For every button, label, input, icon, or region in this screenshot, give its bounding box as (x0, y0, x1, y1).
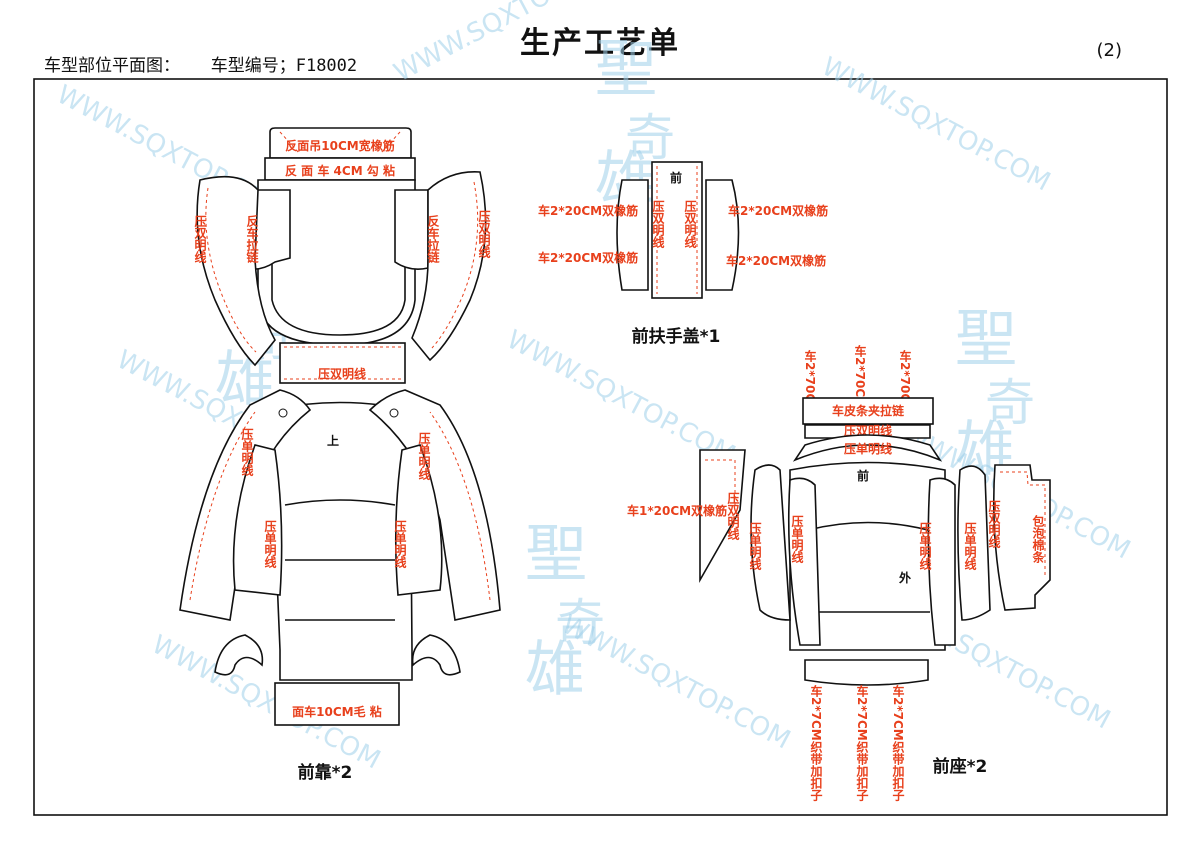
right-wing-piece (411, 171, 487, 362)
backrest-pattern: 反面吊10CM宽橡筋 反 面 车 4CM 勾 粘 压双明线 反车拉链 反车拉链 … (179, 127, 501, 783)
watermark-logo-char: 奇 (985, 374, 1035, 432)
watermark-logo-char: 聖 (955, 302, 1017, 375)
left-bottom-flap (214, 634, 264, 676)
svg-text:压双明线: 压双明线 (193, 215, 207, 264)
label-press-double: 压双明线 (844, 423, 892, 438)
label-outer: 外 (899, 570, 911, 585)
label-press-single: 压单明线 (263, 520, 277, 569)
label-seat-leather-zip: 车皮条夹拉链 (832, 403, 905, 418)
seat-front-band (792, 434, 943, 462)
left-wing-piece (196, 175, 276, 367)
caption-seat: 前座*2 (933, 756, 988, 777)
right-bottom-flap (411, 634, 461, 676)
seat-left-side-2 (787, 477, 821, 646)
page-title: 生产工艺单 (520, 26, 680, 61)
seat-left-flap (699, 449, 746, 584)
armrest-left-panel (616, 179, 649, 291)
label-press-single: 压单明线 (844, 441, 892, 456)
model-number: 车型编号；F18002 (210, 56, 358, 76)
seat-top-strip (802, 397, 934, 425)
label-press-double: 压双明线 (987, 500, 1001, 549)
armrest-right-panel (705, 179, 740, 291)
label-elastic-2x20: 车2*20CM双橡筋 (538, 203, 638, 218)
subtitle-label: 车型部位平面图： (44, 56, 180, 76)
watermark-logo-char: 奇 (555, 594, 605, 652)
label-elastic-2x20: 车2*20CM双橡筋 (726, 253, 826, 268)
right-zip-piece (394, 189, 429, 270)
label-elastic-1x20: 车1*20CM双橡筋 (627, 503, 727, 518)
watermark-url: WWW.SQXTOP.COM (389, 0, 627, 88)
caption-backrest: 前靠*2 (298, 762, 353, 783)
label-front: 前 (857, 468, 869, 483)
label-elastic-2x20: 车2*20CM双橡筋 (728, 203, 828, 218)
seat-right-foam-piece (992, 464, 1051, 611)
seat-main-panel (789, 461, 946, 651)
seat-right-side-1 (957, 465, 991, 621)
watermark: WWW.SQXTOP.COM WWW.SQXTOP.COM WWW.SQXTOP… (52, 0, 1135, 775)
watermark-logo-char: 聖 (525, 517, 587, 590)
label-reverse-zip-right: 反车拉链 (426, 214, 440, 264)
label-up: 上 (327, 433, 339, 448)
label-armrest-front: 前 (670, 170, 682, 185)
diagram-frame (33, 78, 1168, 816)
watermark-logo-char: 聖 (595, 32, 657, 105)
page-number: (2) (1096, 40, 1123, 61)
right-inner-bolster (394, 444, 443, 596)
label-press-single: 压单明线 (963, 522, 977, 571)
backrest-main-panel (269, 401, 413, 681)
label-press-single: 压单明线 (790, 515, 804, 564)
label-press-double-left: 压双明线 (193, 215, 207, 264)
label-backrest-top: 反面吊10CM宽橡筋 (285, 138, 394, 153)
watermark-url: WWW.SQXTOP.COM (817, 52, 1055, 198)
label-tape-buckle: 车2*7CM织带加扣子 (855, 684, 869, 802)
label-elastic-2x20: 车2*20CM双橡筋 (538, 250, 638, 265)
label-press-single: 压单明线 (748, 522, 762, 571)
backrest-bottom-strip (274, 682, 400, 726)
label-press-single: 压单明线 (240, 428, 254, 477)
armrest-center-panel (651, 161, 703, 299)
label-tape-buckle: 车2*7CM织带加扣子 (809, 684, 823, 802)
label-press-double: 压双明线 (726, 492, 740, 541)
left-inner-bolster (232, 444, 283, 596)
header-subtitle: 车型部位平面图： 车型编号；F18002 (44, 51, 357, 76)
seat-pattern: 车2*70CM织带 车2*70CM织带 车2*70CM织带 车皮条夹拉链 压双明… (627, 344, 1051, 802)
label-wrap-foam: 包泡棉条 (1031, 514, 1045, 564)
backrest-top-strip (269, 127, 412, 159)
label-bottom-velcro: 面车10CM毛 粘 (292, 704, 382, 719)
watermark-logo-char: 奇 (625, 109, 675, 167)
label-tape-buckle: 车2*7CM织带加扣子 (891, 684, 905, 802)
label-backrest-top-2: 反 面 车 4CM 勾 粘 (285, 163, 395, 178)
label-press-single: 压单明线 (918, 522, 932, 571)
label-press-single: 压单明线 (417, 432, 431, 481)
armrest-pattern: 前 压双明线 压双明线 车2*20CM双橡筋 车2*20CM双橡筋 车2*20C… (538, 161, 828, 347)
label-press-double-band: 压双明线 (318, 366, 366, 381)
seat-bottom-strip (804, 659, 929, 686)
caption-armrest: 前扶手盖*1 (632, 326, 721, 347)
label-press-double-right: 压双明线 (477, 210, 491, 259)
label-reverse-zip-left: 反车拉链 (245, 214, 259, 264)
backrest-middle-band (279, 342, 406, 384)
watermark-logo-char: 雄 (525, 635, 585, 705)
seat-right-side-2 (927, 477, 956, 646)
label-press-double: 压双明线 (683, 200, 697, 249)
label-press-single: 压单明线 (393, 520, 407, 569)
seat-left-side-1 (750, 464, 791, 621)
label-press-double: 压双明线 (651, 200, 665, 249)
